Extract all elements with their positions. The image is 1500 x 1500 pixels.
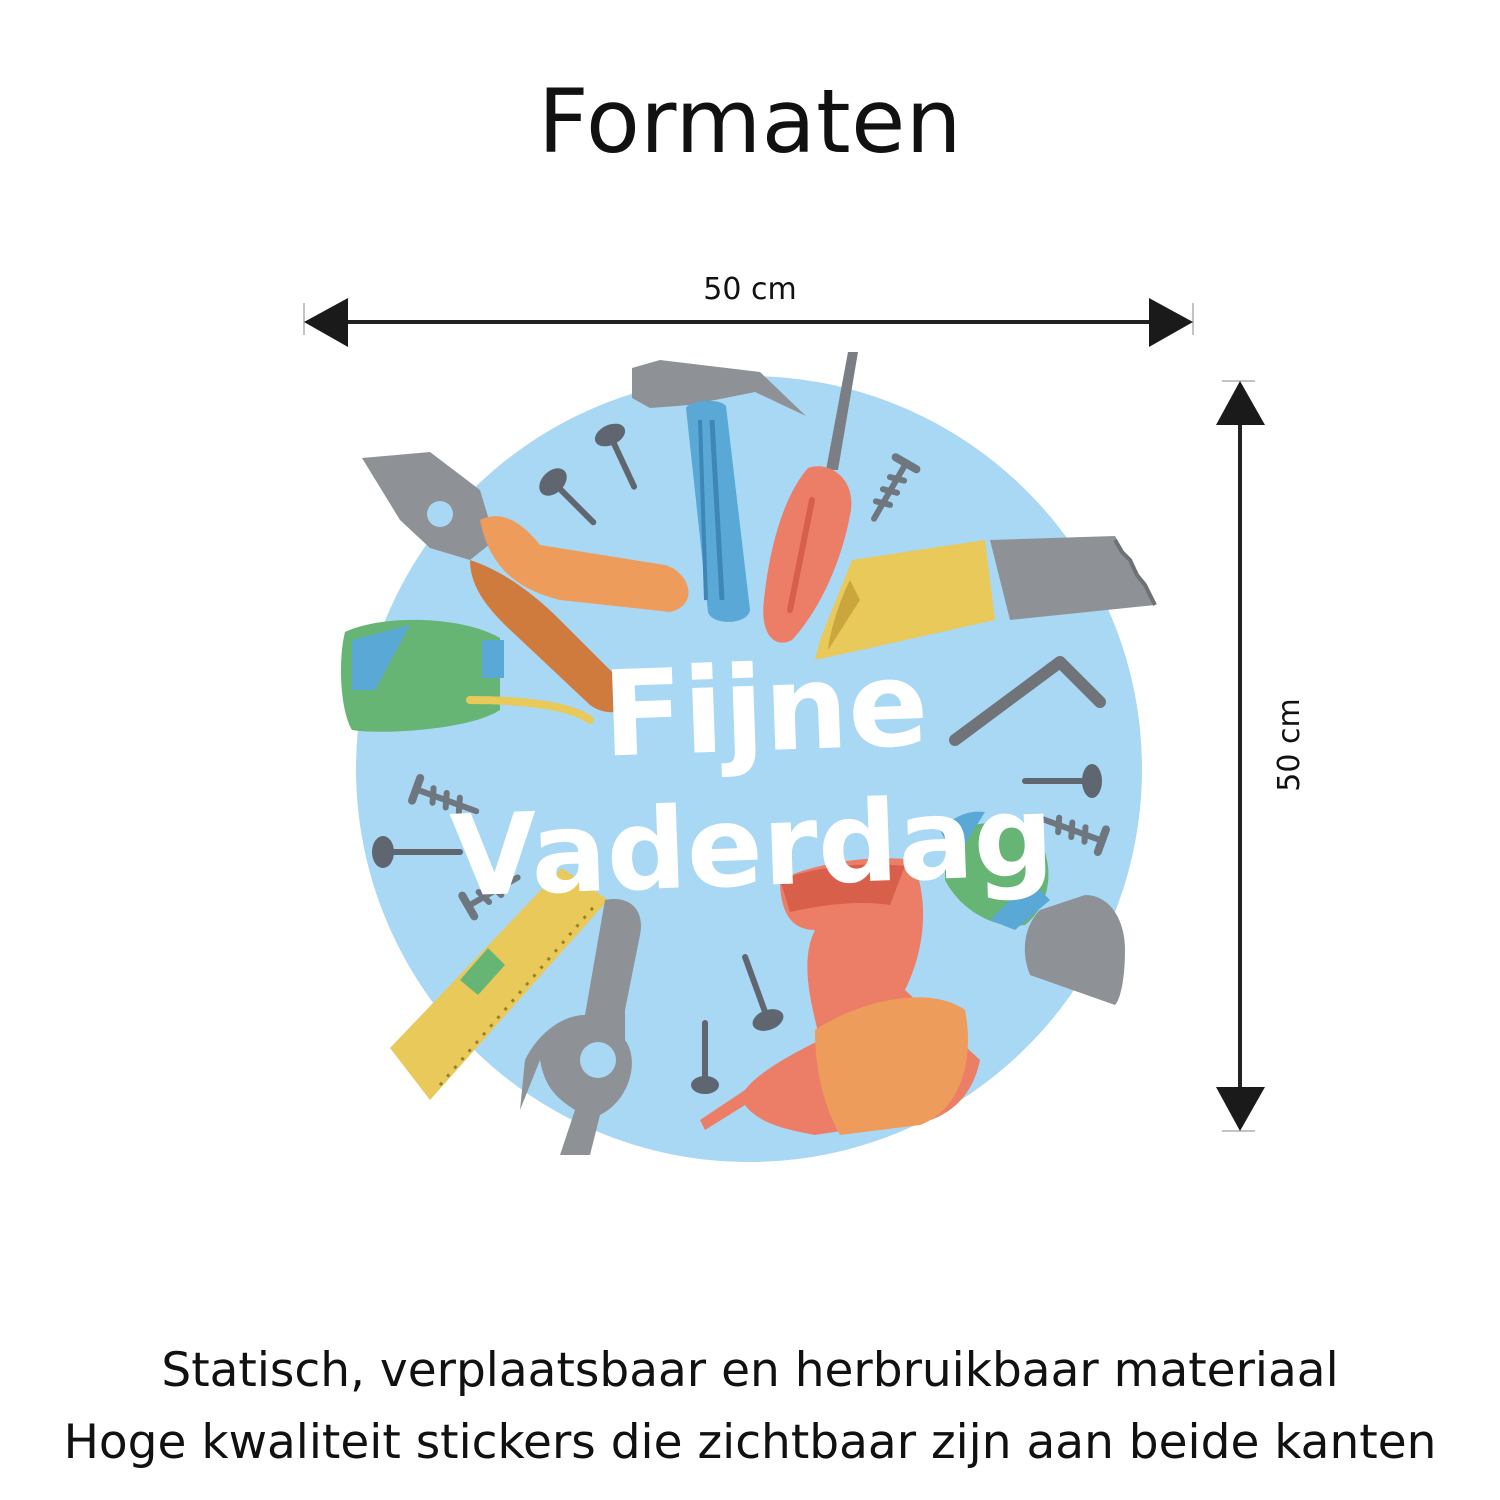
height-arrow xyxy=(1216,380,1265,1132)
spirit-level-icon xyxy=(390,868,608,1100)
saw-icon xyxy=(815,536,1157,660)
nail-icon xyxy=(372,423,1102,1094)
caption-quality: Hoge kwaliteit stickers die zichtbaar zi… xyxy=(63,1415,1437,1470)
hammer-icon xyxy=(632,360,806,622)
width-label: 50 cm xyxy=(703,272,797,307)
caption-material: Statisch, verplaatsbaar en herbruikbaar … xyxy=(161,1343,1339,1398)
drill-icon xyxy=(700,858,980,1135)
page-title: Formaten xyxy=(537,70,963,173)
wrench-icon xyxy=(520,899,641,1155)
width-arrow xyxy=(303,298,1194,347)
screw-icon xyxy=(408,453,1110,921)
tape-measure-icon xyxy=(340,619,594,732)
sticker-text-vaderdag: Vaderdag xyxy=(448,772,1056,923)
sticker-text-fijne: Fijne xyxy=(600,634,930,783)
pliers-icon xyxy=(362,452,689,713)
trowel-icon xyxy=(940,811,1125,1005)
hex-key-icon xyxy=(949,656,1106,746)
screwdriver-icon xyxy=(763,352,858,643)
